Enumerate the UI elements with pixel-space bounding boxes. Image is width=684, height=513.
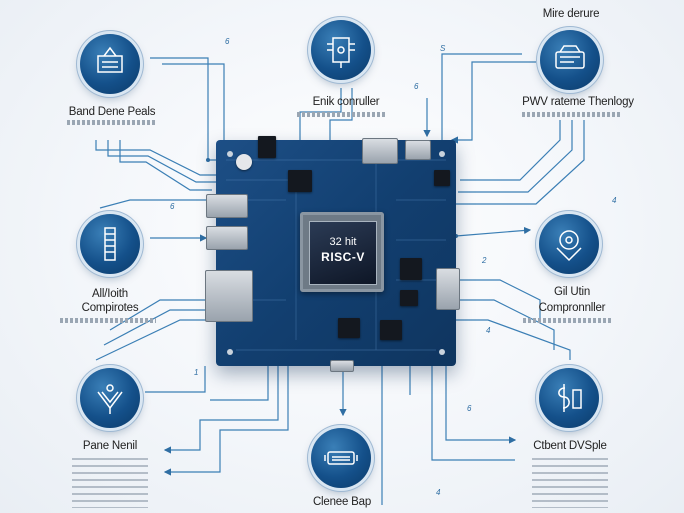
node-mid-right bbox=[539, 214, 599, 274]
node-top-right bbox=[540, 30, 600, 90]
capacitor bbox=[236, 154, 252, 170]
ic-chip-3 bbox=[338, 318, 360, 338]
label-mid-left-2: Compirotes bbox=[81, 302, 139, 314]
device-box-icon bbox=[555, 45, 585, 69]
chip-line-2: RISC-V bbox=[321, 250, 365, 264]
node-top-center bbox=[311, 20, 371, 80]
label-top-right: PWV rateme Thenlogy bbox=[522, 96, 634, 108]
label-bottom-left: Pane Nenil bbox=[82, 440, 138, 452]
ic-chip-4 bbox=[380, 320, 402, 340]
ic-chip-2 bbox=[400, 258, 422, 280]
mark-1: 6 bbox=[225, 37, 230, 46]
ethernet-port bbox=[205, 270, 253, 322]
mark-8: 1 bbox=[194, 368, 199, 377]
node-bottom-left bbox=[80, 368, 140, 428]
label-mid-right-2: Compronnller bbox=[538, 302, 606, 314]
memory-bar-icon bbox=[104, 227, 116, 261]
hdmi-port bbox=[362, 138, 398, 164]
chip-line-1: 32 hit bbox=[329, 236, 357, 248]
node-bottom-center bbox=[311, 428, 371, 488]
bottom-connector bbox=[330, 360, 354, 372]
shield-sensor-icon bbox=[556, 230, 582, 262]
caption-mid-left bbox=[60, 318, 156, 323]
caption-bottom-right bbox=[532, 456, 608, 508]
label-bottom-center: Clenee Bap bbox=[312, 496, 372, 508]
node-bottom-right bbox=[539, 368, 599, 428]
usb-port-2 bbox=[206, 226, 248, 250]
mark-9: 6 bbox=[467, 404, 472, 413]
ic-chip-6 bbox=[434, 170, 450, 186]
caption-bottom-left bbox=[72, 456, 148, 508]
dollar-module-icon bbox=[558, 384, 582, 412]
controller-chip-icon bbox=[327, 37, 355, 68]
caption-top-left bbox=[67, 120, 157, 125]
caption-mid-right bbox=[523, 318, 613, 323]
mark-10: 4 bbox=[436, 488, 441, 497]
ic-chip-1 bbox=[288, 170, 312, 192]
label-top-left: Band Dene Peals bbox=[68, 106, 156, 118]
mark-5: 4 bbox=[612, 196, 617, 205]
mark-4: 6 bbox=[170, 202, 175, 211]
label-top-center: Enik conruller bbox=[312, 96, 380, 108]
label-bottom-right: Ctbent DVSple bbox=[533, 440, 607, 452]
label-mid-right-1: Gil Utin bbox=[553, 286, 591, 298]
mark-3: 6 bbox=[414, 82, 419, 91]
connector-port-icon bbox=[324, 451, 358, 465]
side-connector bbox=[436, 268, 460, 310]
usb-port-1 bbox=[206, 194, 248, 218]
signal-pen-icon bbox=[97, 384, 123, 414]
title-top-right: Mire derure bbox=[542, 8, 600, 20]
node-top-left bbox=[80, 34, 140, 94]
ic-chip-5 bbox=[400, 290, 418, 306]
processor-label: 32 hit RISC-V bbox=[309, 221, 377, 285]
caption-top-right bbox=[522, 112, 622, 117]
module-stack-icon bbox=[97, 46, 123, 73]
header-connector bbox=[405, 140, 431, 160]
node-mid-left bbox=[80, 214, 140, 274]
label-mid-left-1: All/Ioith bbox=[92, 288, 128, 300]
mark-7: 4 bbox=[486, 326, 491, 335]
mark-2: S bbox=[440, 44, 446, 53]
power-jack bbox=[258, 136, 276, 158]
mark-6: 2 bbox=[482, 256, 487, 265]
caption-top-center bbox=[297, 112, 387, 117]
